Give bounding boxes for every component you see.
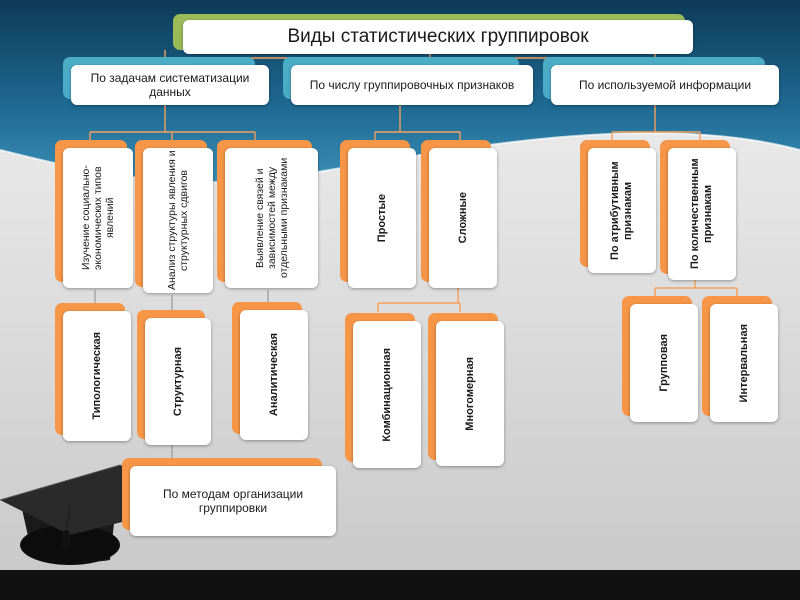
task-type-label-3: Аналитическая: [267, 333, 280, 417]
category-label-3: По используемой информации: [551, 65, 779, 105]
quant-type-label-1: Групповая: [657, 334, 670, 392]
complex-type-box-1: Комбинационная: [345, 313, 423, 470]
info-type-label-1: По атрибутивным признакам: [609, 161, 634, 260]
category-box-3: По используемой информации: [543, 57, 779, 107]
complex-type-label-2: Многомерная: [463, 356, 476, 431]
info-type-box-2: По количественным признакам: [660, 140, 738, 282]
diagram-title: Виды статистических группировок: [183, 20, 693, 54]
complex-type-label-1: Комбинационная: [380, 347, 393, 442]
complex-label: Сложные: [456, 192, 469, 244]
quant-type-label-2: Интервальная: [737, 323, 750, 403]
category-box-1: По задачам систематизации данных: [63, 57, 269, 107]
methods-box: По методам организации группировки: [122, 458, 336, 538]
task-label-2: Анализ структуры явления и структурных с…: [166, 150, 190, 291]
methods-label: По методам организации группировки: [130, 466, 336, 536]
title-box: Виды статистических группировок: [173, 14, 693, 54]
complex-type-box-2: Многомерная: [428, 313, 506, 468]
quant-type-box-2: Интервальная: [702, 296, 780, 424]
task-label-1: Изучение социально-экономических типов я…: [80, 165, 116, 271]
category-label-1: По задачам систематизации данных: [71, 65, 269, 105]
quant-type-box-1: Групповая: [622, 296, 700, 424]
task-type-box-3: Аналитическая: [232, 302, 310, 442]
task-type-label-1: Типологическая: [90, 332, 103, 420]
task-box-3: Выявление связей и зависимостей между от…: [217, 140, 320, 290]
category-box-2: По числу группировочных признаков: [283, 57, 533, 107]
task-type-label-2: Структурная: [171, 346, 184, 417]
info-type-box-1: По атрибутивным признакам: [580, 140, 658, 275]
simple-label: Простые: [375, 193, 388, 243]
complex-box: Сложные: [421, 140, 499, 290]
info-type-label-2: По количественным признакам: [689, 158, 714, 270]
task-box-1: Изучение социально-экономических типов я…: [55, 140, 135, 290]
task-box-2: Анализ структуры явления и структурных с…: [135, 140, 215, 295]
category-label-2: По числу группировочных признаков: [291, 65, 533, 105]
task-label-3: Выявление связей и зависимостей между от…: [253, 157, 290, 279]
simple-box: Простые: [340, 140, 418, 290]
task-type-box-1: Типологическая: [55, 303, 133, 443]
task-type-box-2: Структурная: [137, 310, 213, 447]
